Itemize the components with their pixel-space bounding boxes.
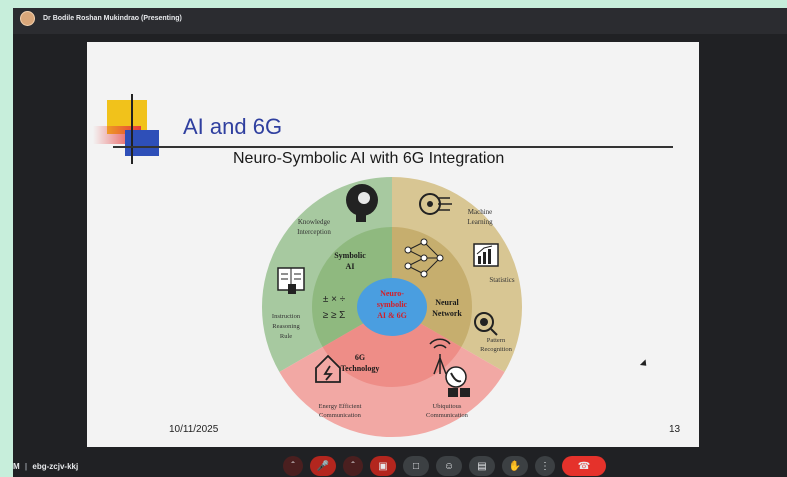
ubiquitous-label-2: Communication — [426, 412, 469, 419]
knowledge-label-1: Knowledge — [298, 218, 330, 226]
mic-options-button[interactable]: ˆ — [283, 456, 303, 476]
phone-end-icon: ☎ — [577, 460, 591, 472]
camera-toggle-button[interactable]: ▣ — [370, 456, 396, 476]
ml-label-2: Learning — [467, 218, 493, 226]
math-symbols-1: ± × ÷ — [323, 294, 346, 305]
symbolic-label-1: Symbolic — [334, 251, 366, 260]
inner-segment-technology — [322, 307, 462, 388]
meeting-code: ebg-zcjv-kkj — [32, 462, 79, 471]
energy-label-2: Communication — [319, 412, 362, 419]
captions-icon: ▤ — [477, 460, 487, 472]
pattern-label-2: Recognition — [480, 346, 513, 353]
presenter-name: Dr Bodile Roshan Mukindrao (Presenting) — [43, 15, 182, 22]
book-rule-icon — [277, 267, 305, 294]
title-underline — [113, 146, 673, 148]
knowledge-label-2: Interception — [297, 228, 331, 236]
title-decoration-blue — [125, 130, 159, 156]
chevron-up-icon: ˆ — [291, 460, 295, 472]
hand-icon: ✋ — [508, 460, 522, 472]
presenter-info: Dr Bodile Roshan Mukindrao (Presenting) — [20, 11, 182, 26]
antenna-icon — [429, 338, 451, 375]
instruction-label-3: Rule — [280, 333, 292, 340]
meeting-separator: | — [24, 462, 28, 471]
energy-label-1: Energy Efficient — [319, 403, 362, 410]
more-icon: ⋮ — [540, 460, 550, 472]
tech-label-2: Technology — [341, 364, 380, 373]
instruction-label-1: Instruction — [272, 313, 301, 320]
slide-date: 10/11/2025 — [169, 424, 219, 435]
symbolic-label-2: AI — [346, 262, 355, 271]
present-button[interactable]: □ — [403, 456, 429, 476]
tech-label-1: 6G — [355, 353, 365, 362]
raise-hand-button[interactable]: ✋ — [502, 456, 528, 476]
meeting-mark: M — [13, 462, 20, 471]
emoji-button[interactable]: ☺ — [436, 456, 462, 476]
neural-label-2: Network — [432, 309, 462, 318]
presenter-avatar — [20, 11, 35, 26]
leave-call-button[interactable]: ☎ — [562, 456, 606, 476]
instruction-label-2: Reasoning — [272, 323, 300, 330]
bar-chart-icon — [473, 243, 499, 267]
phone-network-icon — [445, 366, 470, 397]
math-symbols-2: ≥ ≥ Σ — [323, 310, 346, 321]
center-label-1: Neuro- — [380, 289, 404, 298]
neural-network-icon — [404, 238, 444, 278]
pattern-label-1: Pattern — [487, 337, 506, 344]
center-label-2: symbolic — [377, 300, 408, 309]
slide-number: 13 — [669, 424, 681, 435]
slide-title: AI and 6G — [183, 114, 283, 139]
ubiquitous-label-1: Ubiquitous — [433, 403, 462, 410]
chevron-up-icon: ˆ — [351, 460, 355, 472]
present-icon: □ — [412, 460, 420, 472]
neural-label-1: Neural — [435, 298, 459, 307]
mic-off-icon: 🎤 — [316, 460, 330, 472]
presentation-slide: AI and 6G Neuro-Symbolic AI with 6G Inte… — [87, 42, 699, 447]
camera-options-button[interactable]: ˆ — [343, 456, 363, 476]
statistics-label: Statistics — [489, 276, 515, 284]
presenter-bar — [13, 8, 787, 34]
meeting-id: M | ebg-zcjv-kkj — [13, 462, 78, 471]
brain-head-icon — [346, 184, 378, 222]
smart-home-icon — [315, 354, 341, 383]
title-decoration-line — [131, 94, 133, 164]
slide-subtitle: Neuro-Symbolic AI with 6G Integration — [233, 150, 505, 167]
ml-label-1: Machine — [468, 208, 493, 216]
meeting-controls: ˆ 🎤 ˆ ▣ □ ☺ ▤ ✋ ⋮ ☎ — [283, 455, 606, 477]
gear-brain-icon — [419, 193, 452, 215]
mic-toggle-button[interactable]: 🎤 — [310, 456, 336, 476]
center-circle — [357, 278, 427, 336]
more-options-button[interactable]: ⋮ — [535, 456, 555, 476]
emoji-icon: ☺ — [443, 460, 455, 472]
center-label-3: AI & 6G — [377, 311, 407, 320]
pattern-search-icon — [474, 312, 498, 336]
camera-off-icon: ▣ — [378, 460, 388, 472]
captions-button[interactable]: ▤ — [469, 456, 495, 476]
neuro-symbolic-diagram: Neuro- symbolic AI & 6G Symbolic AI ± × … — [261, 177, 523, 438]
